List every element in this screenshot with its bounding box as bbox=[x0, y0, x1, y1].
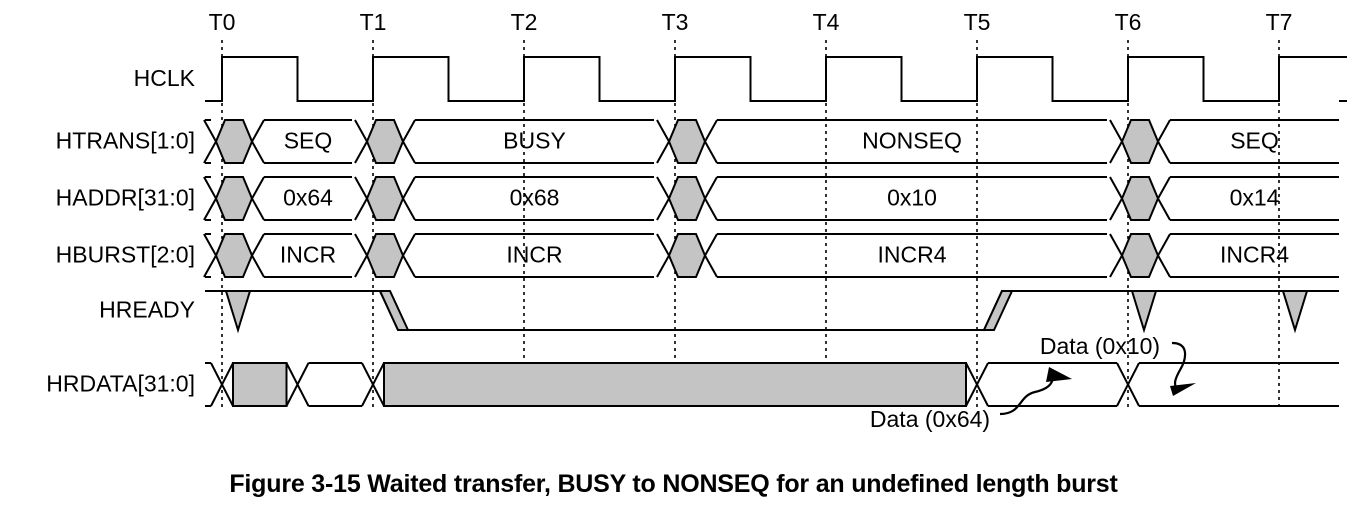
htrans-cross-out-0 bbox=[250, 119, 265, 164]
hburst-cross-out-3 bbox=[1156, 233, 1171, 278]
haddr-value-2: 0x10 bbox=[887, 185, 937, 211]
haddr-cross-in-3 bbox=[1109, 176, 1124, 221]
hburst-cross-in-3 bbox=[1109, 233, 1124, 278]
haddr-cross-in-2 bbox=[656, 176, 671, 221]
hburst-cross-in-1 bbox=[354, 233, 369, 278]
hburst-transition-hex-2 bbox=[667, 233, 707, 278]
htrans-value-3: SEQ bbox=[1230, 128, 1279, 154]
hburst-cross-in-2 bbox=[656, 233, 671, 278]
time-marker-t3: T3 bbox=[662, 9, 689, 35]
data-annotations: Data (0x10) Data (0x64) bbox=[870, 333, 1196, 432]
time-marker-t4: T4 bbox=[813, 9, 840, 35]
time-marker-t6: T6 bbox=[1115, 9, 1142, 35]
haddr-cross-out-3 bbox=[1156, 176, 1171, 221]
hrdata-cross-b-2 bbox=[361, 362, 385, 407]
htrans-transition-hex-2 bbox=[667, 119, 707, 164]
haddr-cross-in-0 bbox=[203, 176, 218, 221]
hrdata-cross-b-4 bbox=[1116, 362, 1140, 407]
hburst-value-1: INCR bbox=[506, 242, 562, 268]
hrdata-cross-b-1 bbox=[285, 362, 310, 407]
signal-label-haddr: HADDR[31:0] bbox=[56, 185, 195, 211]
hready-trace bbox=[205, 290, 1339, 331]
time-grid-lines bbox=[221, 40, 1280, 408]
leader-arrow-data-0x10 bbox=[1170, 383, 1196, 396]
leader-arrow-data-0x64 bbox=[1046, 367, 1072, 382]
hclk-waveform bbox=[205, 56, 1347, 102]
hclk-trace bbox=[205, 56, 1347, 102]
haddr-cross-out-0 bbox=[250, 176, 265, 221]
htrans-cross-in-3 bbox=[1109, 119, 1124, 164]
htrans-value-1: BUSY bbox=[503, 128, 566, 154]
htrans-cross-in-2 bbox=[656, 119, 671, 164]
htrans-transition-hex-1 bbox=[365, 119, 405, 164]
hburst-cross-out-1 bbox=[401, 233, 416, 278]
time-marker-t5: T5 bbox=[964, 9, 991, 35]
hrdata-cross-b-3 bbox=[965, 362, 989, 407]
leader-data-0x64 bbox=[999, 377, 1055, 416]
signal-label-hburst: HBURST[2:0] bbox=[56, 242, 195, 268]
hburst-cross-out-2 bbox=[703, 233, 718, 278]
hready-waveform bbox=[205, 290, 1339, 334]
hready-glitch-t7 bbox=[1281, 290, 1309, 334]
haddr-transition-hex-2 bbox=[667, 176, 707, 221]
hready-glitch-t6 bbox=[1130, 290, 1158, 334]
annotation-data-0x64: Data (0x64) bbox=[870, 406, 990, 432]
hrdata-body-gray-0 bbox=[232, 362, 288, 407]
htrans-cross-out-1 bbox=[401, 119, 416, 164]
hburst-value-2: INCR4 bbox=[877, 242, 946, 268]
haddr-value-1: 0x68 bbox=[510, 185, 560, 211]
haddr-value-0: 0x64 bbox=[283, 185, 333, 211]
hburst-transition-hex-0 bbox=[214, 233, 254, 278]
haddr-cross-in-1 bbox=[354, 176, 369, 221]
htrans-transition-hex-3 bbox=[1120, 119, 1160, 164]
haddr-cross-out-1 bbox=[401, 176, 416, 221]
leader-data-0x10 bbox=[1171, 341, 1187, 389]
hrdata-cross-b-0 bbox=[210, 362, 234, 407]
time-marker-labels: T0 T1 T2 T3 T4 T5 T6 T7 bbox=[209, 9, 1293, 35]
haddr-cross-out-2 bbox=[703, 176, 718, 221]
hburst-value-0: INCR bbox=[280, 242, 336, 268]
hready-rising-edge-shade bbox=[982, 290, 1014, 331]
time-marker-t1: T1 bbox=[360, 9, 387, 35]
hready-falling-edge-shade bbox=[378, 290, 410, 331]
time-marker-t0: T0 bbox=[209, 9, 236, 35]
hready-glitch-t0 bbox=[224, 290, 252, 334]
htrans-value-2: NONSEQ bbox=[862, 128, 962, 154]
hburst-transition-hex-1 bbox=[365, 233, 405, 278]
htrans-cross-in-0 bbox=[203, 119, 218, 164]
time-marker-t7: T7 bbox=[1266, 9, 1293, 35]
haddr-transition-hex-3 bbox=[1120, 176, 1160, 221]
haddr-transition-hex-0 bbox=[214, 176, 254, 221]
hrdata-body-gray-2 bbox=[383, 362, 967, 407]
annotation-data-0x10: Data (0x10) bbox=[1040, 333, 1160, 359]
htrans-transition-hex-0 bbox=[214, 119, 254, 164]
signal-label-hclk: HCLK bbox=[134, 65, 196, 91]
hburst-cross-in-0 bbox=[203, 233, 218, 278]
haddr-value-3: 0x14 bbox=[1230, 185, 1280, 211]
signal-name-labels: HCLK HTRANS[1:0] HADDR[31:0] HBURST[2:0] HRE… bbox=[46, 65, 195, 397]
hburst-value-3: INCR4 bbox=[1220, 242, 1289, 268]
signal-label-htrans: HTRANS[1:0] bbox=[56, 128, 195, 154]
htrans-cross-out-2 bbox=[703, 119, 718, 164]
htrans-value-0: SEQ bbox=[284, 128, 333, 154]
htrans-cross-out-3 bbox=[1156, 119, 1171, 164]
hburst-cross-out-0 bbox=[250, 233, 265, 278]
time-marker-t2: T2 bbox=[511, 9, 538, 35]
hburst-transition-hex-3 bbox=[1120, 233, 1160, 278]
signal-label-hready: HREADY bbox=[99, 297, 195, 323]
htrans-cross-in-1 bbox=[354, 119, 369, 164]
signal-label-hrdata: HRDATA[31:0] bbox=[46, 371, 195, 397]
figure-caption: Figure 3-15 Waited transfer, BUSY to NON… bbox=[229, 470, 1118, 498]
haddr-transition-hex-1 bbox=[365, 176, 405, 221]
